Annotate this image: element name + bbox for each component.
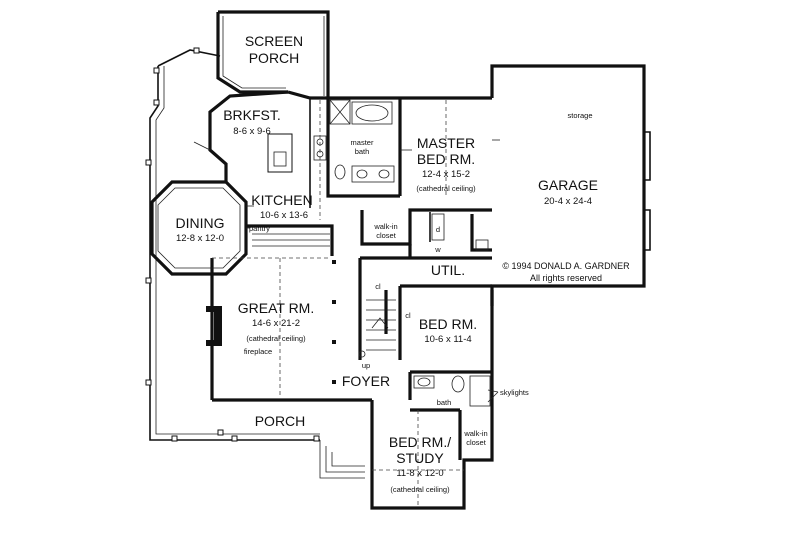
master-bath-fixtures: [329, 99, 395, 183]
screen-porch-label-1: SCREEN: [245, 33, 303, 49]
master-bed-label-2: BED RM.: [417, 151, 475, 167]
cl-label-2: cl: [405, 311, 411, 320]
annotations: storage master bath walk-in closet pantr…: [244, 111, 593, 447]
walkin2-label-2: closet: [466, 438, 487, 447]
garage-detail: [644, 131, 651, 251]
garage-label: GARAGE: [538, 177, 598, 193]
master-bed-label-1: MASTER: [417, 135, 475, 151]
exterior-walls: [150, 64, 646, 510]
bath-label: bath: [437, 398, 452, 407]
master-bath-label-2: bath: [355, 147, 370, 156]
bed-study-dim: 11-8 x 12-0: [396, 468, 443, 479]
cl-label-1: cl: [375, 282, 381, 291]
great-rm-dim: 14-6 x 21-2: [252, 318, 300, 329]
great-rm-note: (cathedral ceiling): [246, 334, 306, 343]
garage-dim: 20-4 x 24-4: [544, 196, 592, 207]
bed-study-label-2: STUDY: [396, 450, 444, 466]
foyer-label: FOYER: [342, 373, 390, 389]
interior-walls: [246, 98, 492, 460]
bath-fixtures: [413, 375, 491, 407]
dining-label: DINING: [176, 215, 225, 231]
great-rm-label: GREAT RM.: [238, 300, 315, 316]
bed-rm-dim: 10-6 x 11-4: [424, 334, 471, 345]
fireplace-label: fireplace: [244, 347, 272, 356]
kitchen-island: [267, 133, 293, 173]
storage-label: storage: [567, 111, 592, 120]
kitchen-sink: [313, 135, 327, 161]
stair: [358, 299, 396, 358]
master-bed-dim: 12-4 x 15-2: [422, 169, 470, 180]
columns: [332, 260, 336, 384]
util-label: UTIL.: [431, 262, 465, 278]
walkin-label-2: closet: [376, 231, 397, 240]
bed-study-label-1: BED RM./: [389, 434, 451, 450]
copyright-line-2: All rights reserved: [530, 273, 602, 283]
brkfst-dim: 8-6 x 9-6: [233, 126, 271, 137]
pantry-label: pantry: [249, 224, 270, 233]
porch-label: PORCH: [255, 413, 306, 429]
porch-railing: [145, 47, 365, 479]
kitchen-label: KITCHEN: [251, 192, 312, 208]
screen-porch-label-2: PORCH: [249, 50, 300, 66]
skylights-label: skylights: [500, 388, 529, 397]
doors: [193, 139, 500, 207]
walkin-label-1: walk-in: [373, 222, 397, 231]
bed-rm-label: BED RM.: [419, 316, 477, 332]
washer-label: w: [434, 245, 441, 254]
room-labels: SCREEN PORCH BRKFST. 8-6 x 9-6 KITCHEN 1…: [176, 33, 598, 494]
washer-dryer: [431, 213, 489, 251]
master-bed-note: (cathedral ceiling): [416, 184, 476, 193]
screen-porch-walls: [216, 10, 330, 98]
dryer-label: d: [436, 225, 440, 234]
fireplace-symbol: [206, 306, 222, 346]
bed-study-note: (cathedral ceiling): [390, 485, 450, 494]
copyright-block: © 1994 DONALD A. GARDNER All rights rese…: [502, 261, 630, 283]
kitchen-dim: 10-6 x 13-6: [260, 210, 308, 221]
dining-dim: 12-8 x 12-0: [176, 233, 224, 244]
brkfst-label: BRKFST.: [223, 107, 281, 123]
copyright-line-1: © 1994 DONALD A. GARDNER: [502, 261, 630, 271]
walkin2-label-1: walk-in: [463, 429, 487, 438]
master-bath-label-1: master: [351, 138, 374, 147]
up-label: up: [362, 361, 370, 370]
